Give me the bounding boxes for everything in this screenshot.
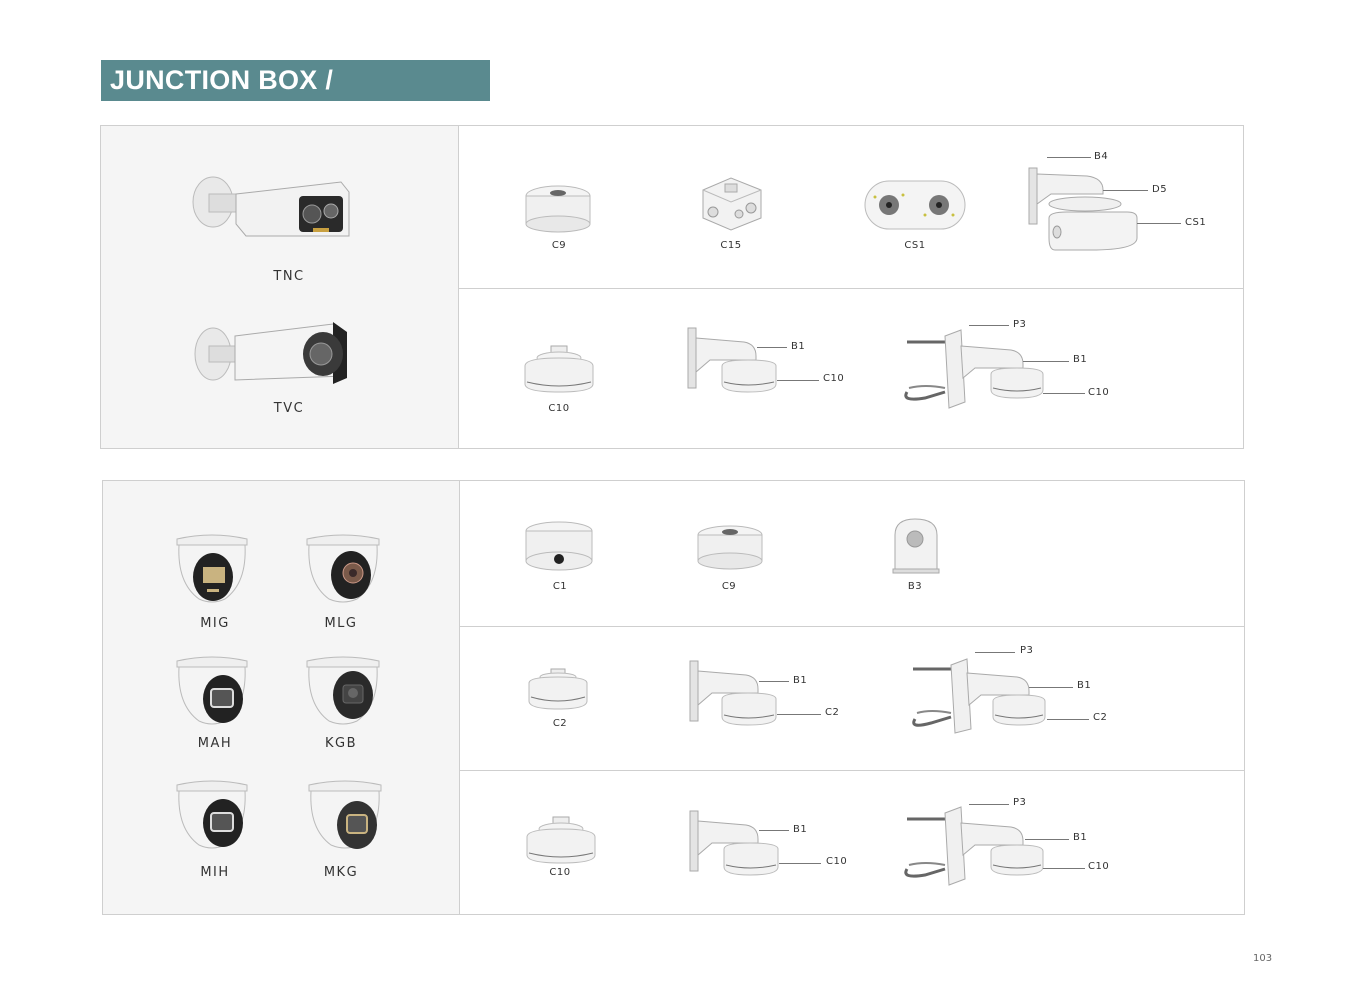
callout-c10: C10: [826, 856, 848, 867]
page-title: JUNCTION BOX / ACCESSORY: [101, 60, 490, 136]
callout-line-c2-pole: [1047, 719, 1089, 720]
acc-label-c9: C9: [551, 240, 567, 251]
callout-b1: B1: [793, 824, 808, 835]
callout-line-c10-pole: [1043, 868, 1085, 869]
callout-d5: D5: [1152, 184, 1168, 195]
callout-c2: C2: [825, 707, 840, 718]
mih-camera-image: [176, 780, 248, 849]
callout-line-b1-pole: [1029, 687, 1073, 688]
callout-b4: B4: [1094, 151, 1109, 162]
acc-label-c2: C2: [552, 718, 568, 729]
b1-c10-wall-assembly-image: [689, 810, 779, 876]
acc-label-c15: C15: [720, 240, 742, 251]
camera-label-mah: MAH: [197, 736, 233, 751]
panel-dome-cameras: MIG MLG MAH KGB MIH MKG: [102, 480, 1245, 915]
kgb-camera-image: [306, 656, 380, 725]
p3-b1-c2-pole-assembly-image: [912, 658, 1046, 734]
b4-d5-cs1-assembly-image: [1028, 167, 1138, 251]
row-divider: [459, 626, 1244, 627]
camera-label-mih: MIH: [200, 865, 230, 880]
callout-p3: P3: [1013, 319, 1027, 330]
b1-c2-wall-assembly-image: [689, 660, 777, 726]
mah-camera-image: [176, 656, 248, 725]
c15-junction-box-image: [702, 177, 762, 231]
camera-column: [101, 126, 459, 448]
callout-line-b1: [759, 830, 789, 831]
b1-c10-wall-assembly-image: [687, 327, 777, 393]
c10-junction-box-image: [526, 816, 596, 864]
p3-b1-c10-pole-assembly-image: [904, 806, 1044, 886]
camera-label-tnc: TNC: [273, 269, 305, 284]
acc-label-c10: C10: [549, 867, 571, 878]
callout-b1-pole: B1: [1073, 354, 1088, 365]
c10-junction-box-image: [524, 345, 594, 393]
callout-line-c10-pole: [1043, 393, 1085, 394]
callout-line-b1: [757, 347, 787, 348]
page-number: 103: [1253, 953, 1273, 964]
callout-line-p3: [969, 325, 1009, 326]
c9-junction-box-image: [525, 185, 591, 233]
callout-c2-pole: C2: [1093, 712, 1108, 723]
p3-b1-c10-pole-assembly-image: [904, 329, 1044, 409]
camera-label-mig: MIG: [200, 616, 230, 631]
mig-camera-image: [176, 534, 248, 603]
callout-line-c2: [777, 714, 821, 715]
callout-line-cs1: [1137, 223, 1181, 224]
tvc-camera-image: [194, 322, 347, 384]
callout-b1: B1: [793, 675, 808, 686]
callout-b1-pole: B1: [1077, 680, 1092, 691]
row-divider: [458, 288, 1243, 289]
camera-label-mkg: MKG: [323, 865, 359, 880]
callout-line-b1-pole: [1023, 361, 1069, 362]
callout-p3: P3: [1013, 797, 1027, 808]
camera-label-mlg: MLG: [324, 616, 358, 631]
callout-c10-pole: C10: [1088, 861, 1110, 872]
acc-label-b3: B3: [907, 581, 923, 592]
acc-label-c10: C10: [548, 403, 570, 414]
c9-junction-box-image: [697, 525, 763, 570]
row-divider: [459, 770, 1244, 771]
panel-bullet-cameras: TNC TVC C9 C15 CS1: [100, 125, 1244, 449]
b3-bracket-image: [892, 518, 940, 574]
mlg-camera-image: [306, 534, 380, 603]
acc-label-c1: C1: [552, 581, 568, 592]
callout-b1: B1: [791, 341, 806, 352]
callout-line-c10: [777, 380, 819, 381]
camera-label-kgb: KGB: [324, 736, 358, 751]
callout-b1-pole: B1: [1073, 832, 1088, 843]
acc-label-c9: C9: [721, 581, 737, 592]
acc-label-cs1: CS1: [904, 240, 926, 251]
callout-line-b1-pole: [1025, 839, 1069, 840]
callout-line-d5: [1103, 190, 1148, 191]
callout-p3: P3: [1020, 645, 1034, 656]
callout-c10: C10: [823, 373, 845, 384]
callout-line-p3: [975, 652, 1015, 653]
c2-junction-box-image: [528, 668, 588, 710]
callout-line-b4: [1047, 157, 1091, 158]
callout-line-p3: [969, 804, 1009, 805]
mkg-camera-image: [308, 780, 382, 849]
callout-c10-pole: C10: [1088, 387, 1110, 398]
tnc-camera-image: [192, 176, 350, 237]
camera-column: [103, 481, 460, 914]
cs1-junction-plate-image: [864, 180, 966, 230]
camera-label-tvc: TVC: [273, 401, 305, 416]
callout-line-b1: [759, 681, 789, 682]
c1-junction-box-image: [525, 521, 593, 571]
callout-cs1: CS1: [1185, 217, 1207, 228]
callout-line-c10: [779, 863, 821, 864]
